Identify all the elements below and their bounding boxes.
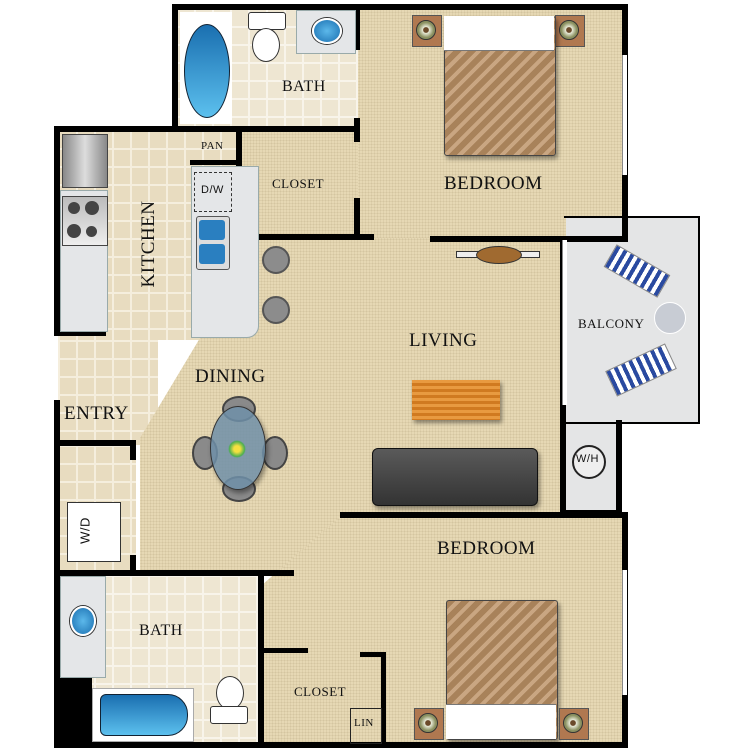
label-bath-bottom: BATH — [139, 622, 183, 639]
label-living: LIVING — [409, 330, 478, 351]
label-bedroom-bottom: BEDROOM — [437, 538, 536, 559]
window — [622, 570, 627, 695]
wall — [430, 236, 628, 242]
pillows-icon — [446, 704, 556, 739]
burner — [86, 226, 97, 237]
label-bedroom-top: BEDROOM — [444, 173, 543, 194]
wall — [130, 555, 136, 575]
balcony-outline — [564, 216, 700, 424]
wall — [354, 4, 360, 50]
wall — [381, 652, 386, 746]
refrigerator-icon — [62, 134, 108, 188]
wall — [54, 440, 136, 446]
lamp-icon — [418, 713, 438, 733]
sink-basin — [199, 220, 225, 240]
closet-bottom-floor — [262, 650, 384, 745]
label-washer-dryer: W/D — [77, 517, 93, 544]
lamp-icon — [559, 20, 579, 40]
burner — [68, 202, 80, 214]
wall — [54, 742, 628, 748]
wall — [360, 652, 386, 657]
wall — [258, 570, 264, 746]
linen-closet — [350, 708, 382, 744]
label-pantry: PAN — [201, 140, 224, 152]
water-heater-icon — [572, 445, 606, 479]
dining-chair-icon — [262, 436, 288, 470]
bathtub-water-icon — [100, 694, 188, 736]
closet-top-floor — [240, 130, 358, 238]
bathtub-water-icon — [184, 24, 230, 118]
sink-basin — [199, 244, 225, 264]
label-water-heater: W/H — [576, 453, 599, 465]
burner — [67, 224, 81, 238]
patio-table-icon — [654, 302, 686, 334]
bar-stool-icon — [262, 296, 290, 324]
pillows-icon — [444, 16, 554, 51]
label-closet-top: CLOSET — [272, 176, 325, 191]
toilet-bottom-tank — [210, 706, 248, 724]
entry-floor — [58, 340, 158, 445]
label-balcony: BALCONY — [578, 316, 645, 331]
label-dining: DINING — [195, 366, 266, 387]
lamp-icon — [416, 20, 436, 40]
toilet-bottom-bowl — [216, 676, 244, 710]
wall — [562, 236, 566, 240]
sofa-icon — [372, 448, 538, 506]
wall — [172, 4, 628, 10]
label-dishwasher: D/W — [201, 184, 224, 196]
wall — [616, 420, 622, 516]
wall — [340, 512, 628, 518]
label-bath-top: BATH — [282, 78, 326, 95]
wall — [172, 4, 178, 130]
wall — [190, 160, 240, 165]
toilet-top-bowl — [252, 28, 280, 62]
sink-top-icon — [312, 18, 342, 44]
wall — [54, 676, 92, 746]
wall — [258, 648, 308, 653]
wall — [54, 126, 60, 336]
wall — [54, 330, 106, 336]
wall — [354, 198, 360, 238]
sink-bottom-icon — [70, 606, 96, 636]
window — [622, 55, 627, 175]
label-linen: LIN — [354, 717, 374, 729]
lamp-icon — [563, 713, 583, 733]
label-kitchen: KITCHEN — [138, 200, 159, 288]
wall — [130, 440, 136, 460]
window — [562, 240, 567, 405]
washer-dryer-icon — [67, 502, 121, 562]
wall — [56, 126, 360, 132]
dishwasher-icon — [194, 172, 232, 212]
burner — [85, 201, 99, 215]
wall — [236, 234, 374, 240]
wall — [54, 570, 294, 576]
label-closet-bottom: CLOSET — [294, 684, 347, 699]
bar-stool-icon — [262, 246, 290, 274]
coffee-table-icon — [412, 380, 500, 420]
bedroom-bottom-floor — [262, 515, 622, 745]
ceiling-fan-icon — [476, 246, 522, 264]
label-entry: ENTRY — [64, 403, 129, 424]
flowers-icon — [228, 440, 246, 458]
